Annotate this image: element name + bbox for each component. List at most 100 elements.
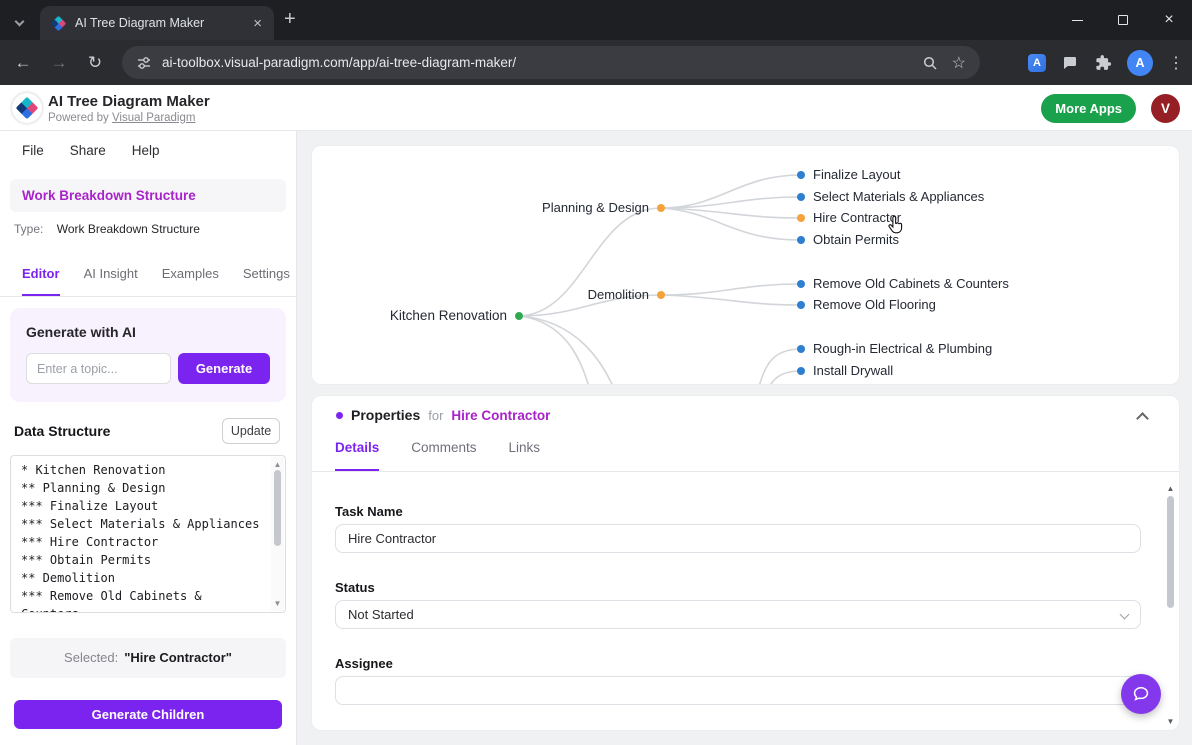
mouse-cursor bbox=[888, 215, 903, 234]
site-info-icon[interactable] bbox=[136, 55, 152, 71]
maximize-button[interactable] bbox=[1100, 0, 1146, 40]
tree-node-label[interactable]: Select Materials & Appliances bbox=[813, 189, 985, 204]
data-structure-title: Data Structure bbox=[14, 423, 111, 439]
app-title: AI Tree Diagram Maker bbox=[48, 93, 210, 110]
generate-children-button[interactable]: Generate Children bbox=[14, 700, 282, 729]
tree-node-dot[interactable] bbox=[797, 193, 805, 201]
update-button[interactable]: Update bbox=[222, 418, 280, 444]
main-area: Kitchen Renovation Planning & Design Dem… bbox=[298, 131, 1192, 745]
tab-comments[interactable]: Comments bbox=[411, 440, 477, 455]
tree-node-dot[interactable] bbox=[797, 345, 805, 353]
scrollbar-thumb[interactable] bbox=[1167, 496, 1174, 608]
properties-for-label: for bbox=[428, 407, 444, 423]
task-name-input[interactable] bbox=[335, 524, 1141, 553]
tree-edges bbox=[518, 174, 802, 384]
data-structure-text[interactable]: * Kitchen Renovation ** Planning & Desig… bbox=[21, 463, 260, 612]
close-window-button[interactable]: × bbox=[1164, 11, 1174, 28]
back-button[interactable]: ← bbox=[14, 52, 32, 72]
tree-node-label[interactable]: Finalize Layout bbox=[813, 167, 901, 182]
tab-close-icon[interactable]: × bbox=[253, 14, 262, 32]
tree-node-dot[interactable] bbox=[797, 367, 805, 375]
tree-node-label[interactable]: Remove Old Flooring bbox=[813, 297, 936, 312]
tab-links[interactable]: Links bbox=[508, 440, 541, 455]
scroll-down-icon[interactable]: ▼ bbox=[1166, 717, 1175, 726]
chat-extension-icon[interactable] bbox=[1061, 54, 1079, 72]
browser-titlebar: AI Tree Diagram Maker × + × bbox=[0, 0, 1192, 40]
tree-node-dot[interactable] bbox=[657, 291, 665, 299]
properties-target: Hire Contractor bbox=[451, 407, 551, 423]
address-bar[interactable]: ai-toolbox.visual-paradigm.com/app/ai-tr… bbox=[122, 46, 980, 79]
menu-share[interactable]: Share bbox=[69, 143, 106, 158]
sidebar: File Share Help Work Breakdown Structure… bbox=[0, 131, 297, 745]
new-tab-button[interactable]: + bbox=[284, 8, 296, 30]
forward-button[interactable]: → bbox=[50, 52, 68, 72]
scrollbar-thumb[interactable] bbox=[274, 470, 281, 546]
tree-node-label[interactable]: Demolition bbox=[587, 287, 649, 302]
generate-button[interactable]: Generate bbox=[178, 353, 270, 384]
menu-file[interactable]: File bbox=[22, 143, 44, 158]
assignee-label: Assignee bbox=[335, 656, 393, 671]
sidebar-tabs: Editor AI Insight Examples Settings bbox=[0, 266, 296, 297]
browser-toolbar: ← → ↻ ai-toolbox.visual-paradigm.com/app… bbox=[0, 40, 1192, 85]
reload-button[interactable]: ↻ bbox=[87, 52, 103, 72]
scroll-down-icon[interactable]: ▼ bbox=[273, 599, 282, 608]
tree-node-dot[interactable] bbox=[797, 280, 805, 288]
tree-node-dot[interactable] bbox=[797, 214, 805, 222]
tab-title: AI Tree Diagram Maker bbox=[75, 16, 205, 30]
tree-node-dot[interactable] bbox=[797, 301, 805, 309]
properties-panel: Properties for Hire Contractor Details C… bbox=[311, 395, 1180, 731]
extensions-puzzle-icon[interactable] bbox=[1094, 54, 1112, 72]
url-text[interactable]: ai-toolbox.visual-paradigm.com/app/ai-tr… bbox=[162, 55, 517, 70]
browser-profile-avatar[interactable]: A bbox=[1127, 49, 1153, 76]
app-header: AI Tree Diagram Maker Powered by Visual … bbox=[0, 85, 1192, 131]
assignee-input[interactable] bbox=[335, 676, 1141, 705]
tab-editor[interactable]: Editor bbox=[22, 266, 60, 296]
tree-node-dot[interactable] bbox=[515, 312, 523, 320]
tab-examples[interactable]: Examples bbox=[161, 266, 219, 281]
chat-bubble-icon bbox=[1133, 686, 1149, 701]
tree-node-dot[interactable] bbox=[797, 236, 805, 244]
tree-node-label[interactable]: Obtain Permits bbox=[813, 232, 899, 247]
tree-node-label[interactable]: Rough-in Electrical & Plumbing bbox=[813, 341, 993, 356]
browser-menu-icon[interactable]: ⋮ bbox=[1168, 54, 1184, 72]
tree-node-dot[interactable] bbox=[797, 171, 805, 179]
bookmark-star-icon[interactable]: ☆ bbox=[951, 54, 966, 72]
properties-title: Properties bbox=[351, 407, 421, 423]
tree-node-label[interactable]: Remove Old Cabinets & Counters bbox=[813, 276, 1009, 291]
user-avatar[interactable]: V bbox=[1151, 94, 1180, 123]
data-structure-editor[interactable]: * Kitchen Renovation ** Planning & Desig… bbox=[10, 455, 286, 613]
tree-diagram-canvas[interactable]: Kitchen Renovation Planning & Design Dem… bbox=[311, 145, 1180, 385]
tree-node-label[interactable]: Planning & Design bbox=[542, 200, 649, 215]
powered-by: Powered by Visual Paradigm bbox=[48, 112, 195, 124]
status-select[interactable]: Not Started bbox=[335, 600, 1141, 629]
tab-ai-insight[interactable]: AI Insight bbox=[83, 266, 138, 281]
tree-node-dot[interactable] bbox=[657, 204, 665, 212]
topic-input[interactable] bbox=[26, 353, 171, 384]
data-structure-scrollbar[interactable]: ▲ ▼ bbox=[271, 457, 284, 611]
document-title[interactable]: Work Breakdown Structure bbox=[10, 179, 286, 212]
browser-tab[interactable]: AI Tree Diagram Maker × bbox=[40, 6, 274, 40]
properties-scrollbar[interactable]: ▲ ▼ bbox=[1164, 482, 1177, 728]
scroll-up-icon[interactable]: ▲ bbox=[273, 460, 282, 469]
visual-paradigm-link[interactable]: Visual Paradigm bbox=[111, 112, 196, 124]
tree-node-label[interactable]: Kitchen Renovation bbox=[389, 308, 507, 323]
tab-search-button[interactable] bbox=[10, 14, 28, 28]
minimize-button[interactable] bbox=[1054, 0, 1100, 40]
tree-node-label[interactable]: Install Drywall bbox=[813, 363, 894, 378]
translate-extension-icon[interactable]: A bbox=[1028, 53, 1046, 72]
menu-help[interactable]: Help bbox=[131, 143, 160, 158]
type-value: Work Breakdown Structure bbox=[56, 222, 200, 236]
generate-with-ai-panel: Generate with AI Generate bbox=[10, 308, 286, 402]
tab-details[interactable]: Details bbox=[335, 440, 380, 471]
tree-node-label[interactable]: Hire Contractor bbox=[813, 210, 902, 225]
selected-node-box: Selected:"Hire Contractor" bbox=[10, 638, 286, 678]
zoom-icon[interactable] bbox=[922, 55, 938, 71]
generate-panel-title: Generate with AI bbox=[26, 324, 136, 340]
collapse-chevron-icon[interactable] bbox=[1136, 412, 1149, 425]
tab-settings[interactable]: Settings bbox=[242, 266, 290, 281]
more-apps-button[interactable]: More Apps bbox=[1041, 94, 1136, 123]
scroll-up-icon[interactable]: ▲ bbox=[1166, 484, 1175, 493]
status-label: Status bbox=[335, 580, 375, 595]
chat-fab-button[interactable] bbox=[1121, 674, 1161, 714]
